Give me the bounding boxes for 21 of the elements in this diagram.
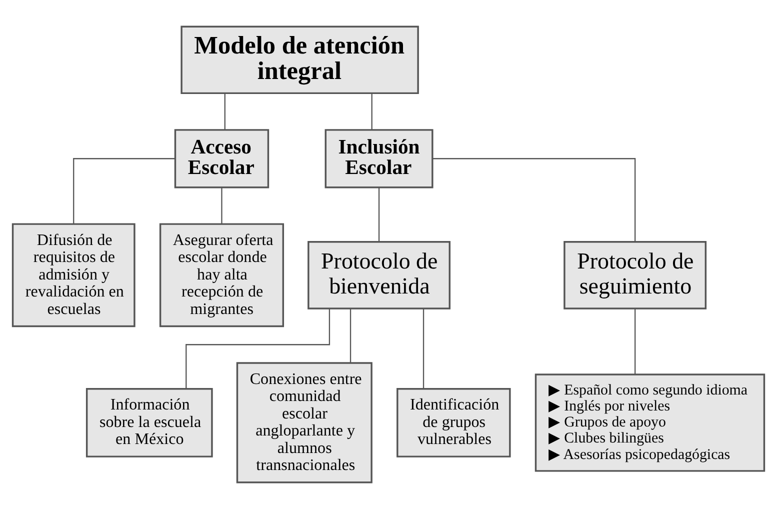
connector xyxy=(432,158,636,242)
node-box: Acceso Escolar xyxy=(174,128,270,188)
node-box: Protocolo de bienvenida xyxy=(308,240,450,309)
node-box: Difusión de requisitos de admisión y revalidación en escuelas xyxy=(12,222,136,327)
connector xyxy=(186,308,330,388)
node-box: Protocolo de seguimiento xyxy=(564,240,707,309)
connector xyxy=(221,186,222,224)
connector xyxy=(350,308,352,362)
node-box: Asegurar oferta escolar donde hay alta recepción de migrantes xyxy=(159,222,284,327)
connector xyxy=(371,92,372,130)
node-box: Identificación de grupos vulnerables xyxy=(396,387,511,457)
connector xyxy=(634,308,636,374)
connector xyxy=(73,158,175,224)
node-box: Información sobre la escuela en México xyxy=(86,387,213,457)
connector xyxy=(378,186,380,242)
connector xyxy=(224,92,226,130)
node-box: Conexiones entre comunidad escolar angloparlante y alumnos transnacionales xyxy=(236,362,372,483)
node-box: Modelo de atención integral xyxy=(180,25,419,94)
node-box: ▶ Español como segundo idioma ▶ Inglés por niveles ▶ Grupos de apoyo ▶ Clubes bilingües ▶ Asesorías psicopedagógicas xyxy=(534,373,766,472)
node-box: Inclusión Escolar xyxy=(324,128,434,188)
connector xyxy=(422,308,424,388)
